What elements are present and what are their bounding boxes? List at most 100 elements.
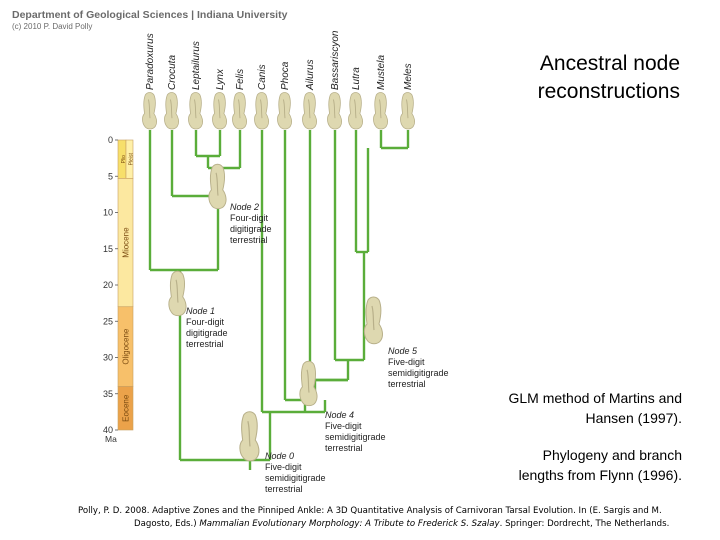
citation-editors: Dagosto, Eds.) [134, 519, 200, 529]
bone-shade [147, 99, 151, 119]
tip-tarsal [277, 92, 293, 130]
node5-tarsal [363, 296, 383, 345]
node0-tarsal [239, 411, 260, 462]
epoch-label: Miocene [122, 227, 131, 258]
node4-tarsal [299, 360, 318, 407]
bone-shape [239, 411, 260, 462]
bone-shade [237, 99, 241, 119]
node-trait: semidigitigrade [265, 473, 326, 483]
axis-tick-label: 20 [103, 280, 113, 290]
bone-shape [212, 92, 228, 130]
bone-shade [217, 99, 221, 119]
bone-shade [371, 305, 375, 331]
axis-tick-label: 35 [103, 389, 113, 399]
taxon-label: Crocuta [167, 55, 178, 90]
node-trait: Five-digit [388, 357, 425, 367]
phylogeny-note: Phylogeny and branch lengths from Flynn … [452, 445, 682, 485]
node-name: Node 4 [325, 410, 354, 420]
node-name: Node 2 [230, 202, 259, 212]
bone-shade [307, 99, 311, 119]
bone-shade [169, 99, 173, 119]
node1-tarsal [168, 270, 187, 317]
taxon-label: Phoca [280, 61, 291, 90]
citation-line2: Dagosto, Eds.) Mammalian Evolutionary Mo… [78, 518, 708, 531]
node-trait: digitigrade [230, 224, 272, 234]
taxon-label: Leptailurus [191, 41, 202, 90]
node-trait: Five-digit [325, 421, 362, 431]
bone-shade [215, 172, 219, 196]
phylogeny-line: lengths from Flynn (1996). [518, 467, 682, 483]
method-note: GLM method of Martins and Hansen (1997). [452, 388, 682, 428]
tip-tarsal [164, 92, 180, 130]
bone-shade [353, 99, 357, 119]
taxon-label: Meles [403, 63, 414, 90]
node-trait: terrestrial [186, 339, 224, 349]
node-trait: digitigrade [186, 328, 228, 338]
taxon-label: Felis [235, 69, 246, 90]
tip-tarsal [373, 92, 389, 130]
tip-tarsal [348, 92, 364, 130]
axis-unit: Ma [105, 434, 117, 444]
bone-shape [363, 296, 383, 345]
tarsal-illustrations [142, 92, 416, 462]
method-line: GLM method of Martins and [508, 390, 682, 406]
bone-shade [175, 279, 179, 303]
node-name: Node 1 [186, 306, 215, 316]
taxon-label: Paradoxurus [145, 33, 156, 90]
bone-shade [306, 369, 310, 393]
node-trait: terrestrial [265, 484, 303, 494]
bone-shape [348, 92, 364, 130]
bone-shape [254, 92, 270, 130]
bone-shape [302, 92, 318, 130]
taxon-label: Ailurus [305, 59, 316, 91]
epoch-oligocene [117, 306, 134, 387]
node-trait: semidigitigrade [325, 432, 386, 442]
method-line: Hansen (1997). [585, 410, 682, 426]
bone-shape [299, 360, 318, 407]
axis-tick-label: 5 [108, 171, 113, 181]
axis-tick-label: 25 [103, 316, 113, 326]
bone-shape [277, 92, 293, 130]
epoch-label: Eocene [122, 394, 131, 422]
node2-tarsal [208, 163, 227, 210]
title-line: reconstructions [537, 80, 680, 103]
tip-tarsal [212, 92, 228, 130]
axis-tick-label: 15 [103, 244, 113, 254]
epoch-label: Oligocene [122, 328, 131, 365]
axis-tick-label: 10 [103, 208, 113, 218]
bone-shade [405, 99, 409, 119]
bone-shade [332, 99, 336, 119]
bone-shape [373, 92, 389, 130]
bone-shape [188, 92, 204, 130]
node-trait: terrestrial [388, 379, 426, 389]
tip-tarsal [142, 92, 158, 130]
tip-tarsal [188, 92, 204, 130]
bone-shape [327, 92, 343, 130]
bone-shape [168, 270, 187, 317]
slide-title: Ancestral node reconstructions [440, 50, 680, 106]
node-name: Node 5 [388, 346, 418, 356]
bone-shade [282, 99, 286, 119]
tip-tarsal [232, 92, 248, 130]
bone-shape [400, 92, 416, 130]
epoch-label: Plio [121, 155, 127, 164]
bone-shape [142, 92, 158, 130]
node-trait: terrestrial [230, 235, 268, 245]
epoch-eocene [117, 386, 134, 431]
branch-tree [148, 130, 410, 470]
taxon-label: Lynx [215, 68, 226, 90]
tip-tarsal [254, 92, 270, 130]
node-trait: semidigitigrade [388, 368, 449, 378]
bone-shade [259, 99, 263, 119]
bone-shape [232, 92, 248, 130]
citation-book-title: Mammalian Evolutionary Morphology: A Tri… [199, 519, 500, 529]
taxon-label: Lutra [351, 67, 362, 90]
axis-tick-label: 40 [103, 425, 113, 435]
tip-tarsal [400, 92, 416, 130]
bone-shade [193, 99, 197, 119]
node-name: Node 0 [265, 451, 294, 461]
epoch-label: Pleist [129, 152, 135, 165]
